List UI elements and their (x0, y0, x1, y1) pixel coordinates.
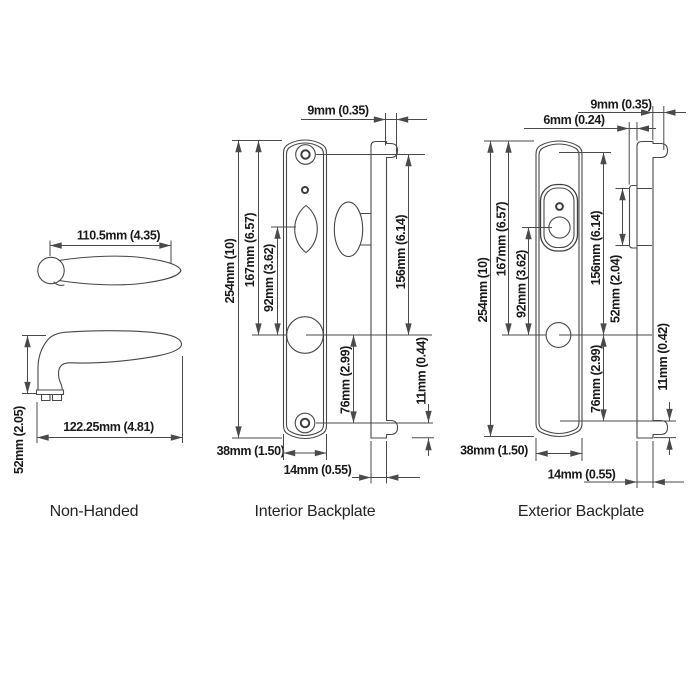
dim-text-exterior-cylinder-to-spindle: 92mm (3.62) (515, 250, 529, 318)
dim-interior-screw-to-spindle: 156mm (6.14) (394, 154, 412, 335)
lever-foot-left (40, 393, 51, 402)
dim-exterior-cylinder-projection: 6mm (0.24) (524, 113, 656, 185)
interior-plate-inner-outline (285, 142, 325, 437)
dim-text-exterior-top-to-spindle: 167mm (6.57) (495, 202, 509, 277)
dim-text-interior-screw-to-spindle: 156mm (6.14) (394, 215, 408, 290)
dim-text-exterior-fixing-to-edge: 11mm (0.42) (656, 323, 670, 390)
dim-interior-spindle-to-screw: 76mm (2.99) (339, 335, 357, 423)
interior-top-screw-center (300, 149, 311, 160)
dim-text-exterior-cylinder-housing: 52mm (2.04) (609, 255, 623, 323)
exterior-cylinder-hole (548, 216, 571, 239)
interior-bottom-screw-hole (294, 412, 316, 434)
lever-ferrule (35, 389, 65, 396)
lever-side-outline (37, 330, 183, 391)
label-non-handed: Non-Handed (50, 503, 139, 520)
dim-interior-end-cap: 9mm (0.35) (301, 104, 427, 159)
interior-thumbturn-recess (294, 204, 318, 254)
dim-interior-depth: 14mm (0.55) (284, 441, 420, 484)
dim-interior-width: 38mm (1.50) (217, 434, 327, 460)
dim-exterior-cylinder-to-spindle: 92mm (3.62) (515, 227, 552, 335)
interior-top-screw-hole (295, 144, 316, 165)
dim-exterior-depth: 14mm (0.55) (548, 441, 684, 488)
exterior-cylinder-housing (628, 184, 638, 249)
interior-side-view (333, 140, 399, 439)
interior-bottom-screw-center (299, 417, 311, 429)
lever-neck-detail (53, 281, 65, 286)
exterior-side-profile (636, 140, 669, 439)
interior-plate-outline (282, 139, 328, 440)
dim-text-interior-end-cap: 9mm (0.35) (307, 104, 369, 118)
dim-text-exterior-depth: 14mm (0.55) (548, 468, 616, 482)
interior-thumbturn-knob (333, 201, 364, 258)
dim-text-exterior-fixing-to-spindle: 156mm (6.14) (589, 211, 603, 286)
exterior-backplate-view: 9mm (0.35) 6mm (0.24) 254mm (10) 167mm (… (460, 98, 686, 520)
lever-top-view (37, 255, 182, 286)
dim-exterior-overall-height: 254mm (10) (476, 140, 534, 437)
interior-backplate-view: 9mm (0.35) 254mm (10) 167mm (6.57) 92mm … (217, 104, 434, 520)
dim-lever-height: 52mm (2.05) (12, 335, 46, 474)
lever-foot-right (51, 393, 63, 402)
dim-text-exterior-overall-height: 254mm (10) (476, 257, 490, 322)
dim-exterior-end-cap: 9mm (0.35) (578, 98, 686, 150)
non-handed-view: 110.5mm (4.35) 52mm (2.05) 122.25mm (4.8… (12, 229, 183, 520)
dim-exterior-spindle-to-fixing: 76mm (2.99) (589, 335, 607, 421)
dim-lever-overall-length: 122.25mm (4.81) (36, 356, 183, 443)
dim-lever-top-length: 110.5mm (4.35) (49, 229, 172, 263)
dim-exterior-top-to-spindle: 167mm (6.57) (495, 141, 546, 336)
dim-text-interior-thumbturn-to-spindle: 92mm (3.62) (262, 244, 276, 312)
dim-exterior-fixing-to-spindle: 156mm (6.14) (589, 152, 607, 335)
interior-front-view (282, 139, 328, 440)
dim-text-lever-top-length: 110.5mm (4.35) (77, 229, 161, 243)
dim-text-exterior-width: 38mm (1.50) (460, 444, 528, 458)
exterior-escutcheon-outer (539, 183, 579, 252)
lever-side-view (35, 330, 183, 402)
exterior-front-view (535, 140, 583, 438)
dim-interior-screw-to-edge: 11mm (0.44) (412, 337, 434, 456)
exterior-side-view (628, 140, 669, 439)
exterior-plate-outline (535, 140, 583, 438)
lever-top-outline (58, 255, 182, 286)
exterior-plate-inner-outline (538, 143, 580, 435)
dim-text-exterior-cylinder-projection: 6mm (0.24) (543, 113, 605, 127)
dim-text-lever-height: 52mm (2.05) (12, 406, 26, 474)
label-interior-backplate: Interior Backplate (255, 503, 376, 520)
dim-exterior-cylinder-housing: 52mm (2.04) (609, 188, 629, 323)
dim-exterior-width: 38mm (1.50) (460, 438, 583, 461)
dim-exterior-fixing-to-edge: 11mm (0.42) (654, 323, 676, 455)
exterior-escutcheon-inner (543, 187, 575, 249)
dim-text-interior-overall-height: 254mm (10) (223, 238, 237, 303)
dim-text-interior-width: 38mm (1.50) (217, 444, 285, 458)
interior-side-profile (370, 140, 399, 439)
dim-text-exterior-spindle-to-fixing: 76mm (2.99) (589, 345, 603, 413)
exterior-pin-hole (555, 202, 564, 211)
label-exterior-backplate: Exterior Backplate (518, 503, 645, 520)
dim-text-exterior-end-cap: 9mm (0.35) (590, 98, 652, 112)
dim-text-interior-screw-to-edge: 11mm (0.44) (415, 337, 429, 404)
dim-interior-thumbturn-to-spindle: 92mm (3.62) (262, 226, 296, 335)
dim-text-lever-overall-length: 122.25mm (4.81) (63, 420, 154, 434)
dim-text-interior-depth: 14mm (0.55) (284, 463, 352, 477)
dim-text-interior-spindle-to-screw: 76mm (2.99) (339, 346, 353, 414)
lever-rose-circle (37, 256, 65, 285)
dim-text-interior-top-to-spindle: 167mm (6.57) (243, 213, 257, 288)
interior-pin-hole (301, 186, 309, 194)
dim-interior-top-to-spindle: 167mm (6.57) (243, 140, 287, 336)
